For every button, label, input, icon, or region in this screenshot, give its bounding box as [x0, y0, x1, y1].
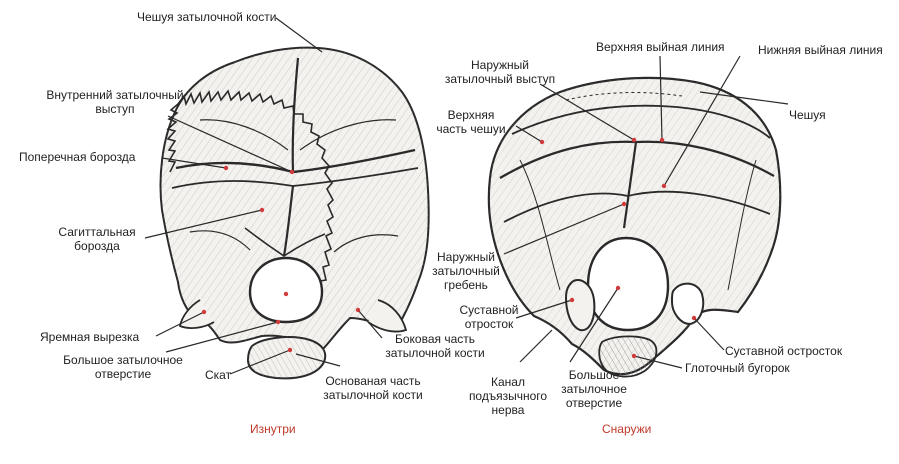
label-foramen-magnum-outside-line3: отверстие [565, 396, 623, 410]
pointer-squama [699, 91, 789, 105]
label-basilar-part: Основаная часть затылочной кости [318, 374, 428, 402]
label-hypoglossal-canal: Канал подъязычного нерва [458, 375, 558, 417]
pointer-inferior-nuchal [663, 55, 741, 187]
inside-fossa-line-3 [189, 230, 251, 251]
pointer-external-protuberance [539, 83, 635, 141]
outside-side-line-left [519, 159, 561, 291]
pointer-internal-protuberance [167, 115, 293, 173]
pointer-basilar [295, 353, 341, 367]
label-basilar-part-line2: затылочной кости [323, 388, 423, 402]
outside-foramen-magnum [586, 236, 670, 332]
bone-outside-view [487, 76, 782, 378]
marker-dots [201, 137, 697, 359]
inside-fossa-line-1 [199, 119, 289, 151]
label-sagittal-groove-line1: Сагиттальная [58, 225, 136, 239]
inside-fossa-line-2 [299, 119, 397, 151]
inside-foramen-magnum [248, 256, 324, 324]
pointer-foramen-out [569, 287, 619, 363]
label-jugular-notch: Яремная вырезка [40, 330, 140, 344]
pointer-lateral-part [357, 309, 383, 339]
bone-inside-view [159, 46, 430, 380]
label-hypoglossal-canal-line1: Канал [491, 375, 525, 389]
label-external-protuberance-line1: Наружный [471, 58, 529, 72]
inside-serrated-edge [177, 89, 334, 296]
pointer-hypoglossal [519, 329, 553, 363]
label-foramen-magnum-outside: Большое затылочное отверстие [544, 368, 644, 410]
caption-outside: Снаружи [602, 422, 652, 436]
pointer-superior-nuchal [659, 55, 663, 141]
outside-condyle-left [564, 279, 596, 332]
label-inferior-nuchal-line: Нижняя выйная линия [758, 43, 883, 57]
inside-fossa-edge [244, 227, 326, 257]
label-squama-occipital: Чешуя затылочной кости [137, 10, 277, 24]
label-foramen-magnum-outside-line2: затылочное [561, 382, 627, 396]
label-squama: Чешуя [789, 108, 826, 122]
inside-crest-lower [282, 185, 295, 257]
label-upper-squama: Верхняя часть чешуи [426, 108, 516, 136]
label-external-protuberance: Наружный затылочный выступ [440, 58, 560, 86]
pointer-condyle-right [693, 317, 725, 351]
outside-external-crest [622, 141, 638, 229]
label-foramen-magnum-outside-line1: Большое [568, 368, 620, 382]
pointer-foramen-in [165, 321, 279, 353]
label-condyle-right: Суставной остросток [725, 344, 843, 358]
label-condyle-left: Суставной отросток [452, 303, 526, 331]
pointer-pharyngeal [633, 355, 683, 369]
label-external-crest-line3: гребень [444, 278, 488, 292]
label-upper-squama-line1: Верхняя [447, 108, 495, 122]
label-superior-nuchal-line: Верхняя выйная линия [596, 40, 725, 54]
pointer-external-crest [503, 203, 625, 255]
label-condyle-left-line1: Суставной [459, 303, 519, 317]
outside-squama-top-line [565, 92, 683, 101]
label-sagittal-groove-line2: борозда [74, 239, 120, 253]
pointer-jugular-notch [155, 311, 205, 337]
label-foramen-magnum-inside-line2: отверстие [94, 367, 152, 381]
outside-basilar-part [598, 335, 658, 378]
inside-bone-shading [160, 47, 429, 351]
pointer-sagittal-groove [144, 209, 263, 239]
label-pharyngeal-tubercle: Глоточный бугорок [685, 361, 790, 375]
label-foramen-magnum-inside-line1: Большое затылочное [63, 353, 183, 367]
inside-jugular-process-left [178, 299, 215, 329]
label-external-crest: Наружный затылочный гребень [424, 250, 508, 292]
label-external-crest-line2: затылочный [432, 264, 500, 278]
label-hypoglossal-canal-line2: подъязычного [468, 389, 548, 403]
pointer-upper-squama [515, 125, 543, 143]
pointer-lines [144, 17, 789, 375]
label-basilar-part-line1: Основаная часть [325, 374, 421, 388]
label-transverse-groove: Поперечная борозда [19, 150, 136, 164]
label-internal-protuberance: Внутренний затылочный выступ [40, 88, 190, 116]
outside-condyle-right [670, 282, 705, 326]
pointer-transverse-groove [161, 157, 227, 169]
label-external-protuberance-line2: затылочный выступ [444, 72, 556, 86]
label-external-crest-line1: Наружный [437, 250, 495, 264]
inside-fossa-line-4 [333, 234, 399, 253]
label-condyle-left-line2: отросток [464, 317, 514, 331]
label-lateral-part-line1: Боковая часть [394, 332, 476, 346]
caption-inside: Изнутри [250, 422, 296, 436]
pointer-squama-occipital [275, 17, 323, 53]
label-upper-squama-line2: часть чешуи [436, 122, 506, 136]
inside-jugular-process-right [367, 299, 408, 333]
outside-side-line-right [727, 159, 757, 291]
inside-basilar-shading [248, 337, 326, 379]
label-sagittal-groove: Сагиттальная борозда [50, 225, 144, 253]
outside-highest-nuchal-line [511, 104, 771, 139]
pointer-condyle-left [515, 299, 573, 319]
pointer-clivus [229, 349, 291, 375]
label-lateral-part: Боковая часть затылочной кости [380, 332, 490, 360]
label-internal-protuberance-line1: Внутренний затылочный [46, 88, 184, 102]
label-clivus: Скат [205, 368, 232, 382]
label-foramen-magnum-inside: Большое затылочное отверстие [60, 353, 186, 381]
label-internal-protuberance-line2: выступ [95, 102, 135, 116]
inside-sagittal-ridge-upper [291, 57, 300, 173]
label-lateral-part-line2: затылочной кости [385, 346, 485, 360]
label-hypoglossal-canal-line3: нерва [491, 403, 525, 417]
